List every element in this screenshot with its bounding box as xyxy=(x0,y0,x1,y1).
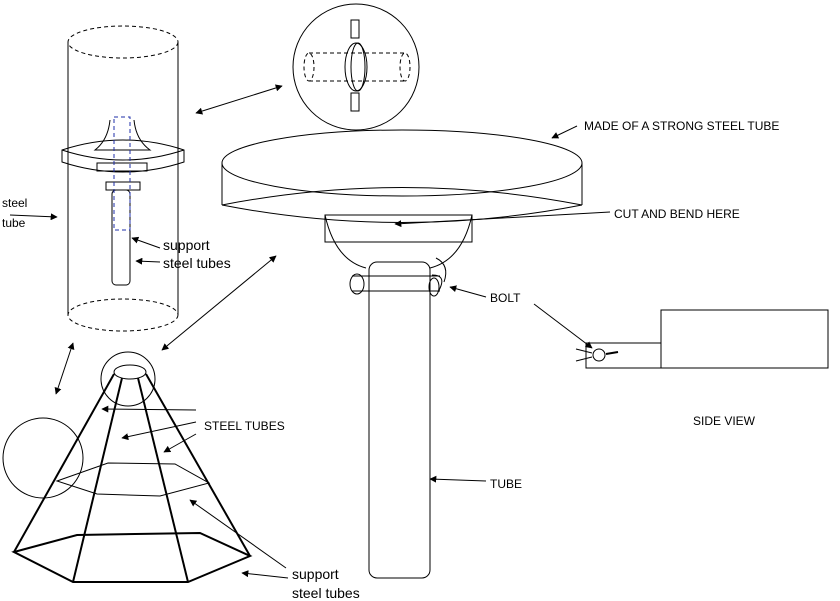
leader-arrow xyxy=(135,257,161,265)
leader-arrow xyxy=(9,213,58,221)
leader-arrow xyxy=(121,421,197,441)
label-support-steel-tubes-bottom-line2: steel tubes xyxy=(292,585,360,601)
label-support-steel-tubes-bottom-line1: support xyxy=(292,566,339,582)
leader-arrow xyxy=(189,499,287,569)
connector-arrow xyxy=(161,255,277,351)
label-steel-tube-line2: tube xyxy=(2,216,26,230)
label-steel-tubes: STEEL TUBES xyxy=(204,419,285,433)
leader-arrow xyxy=(449,285,487,298)
pyramid-frame-view xyxy=(2,351,253,583)
label-bolt: BOLT xyxy=(490,291,521,305)
ring-detail-view xyxy=(292,3,420,131)
label-made-of-strong-steel-tube: MADE OF A STRONG STEEL TUBE xyxy=(584,119,779,133)
label-support-steel-tubes-top-line2: steel tubes xyxy=(163,255,231,271)
leader-arrow xyxy=(429,475,487,483)
side-view xyxy=(575,309,829,369)
label-support-steel-tubes-top-line1: support xyxy=(163,237,210,253)
leader-arrow xyxy=(131,236,161,249)
label-side-view: SIDE VIEW xyxy=(693,414,756,428)
steel-cylinder-view xyxy=(61,25,185,332)
leader-arrow xyxy=(394,211,611,228)
label-tube: TUBE xyxy=(490,477,522,491)
funnel-main-view xyxy=(221,129,583,579)
connector-arrow xyxy=(195,84,283,115)
label-cut-and-bend: CUT AND BEND HERE xyxy=(614,207,740,221)
label-steel-tube-line1: steel xyxy=(2,196,27,210)
leader-arrow xyxy=(241,570,289,579)
connector-arrow xyxy=(54,342,75,395)
leader-arrow xyxy=(533,303,593,349)
leader-arrow xyxy=(163,433,197,453)
leader-arrow xyxy=(101,405,197,413)
leader-arrow xyxy=(551,125,578,139)
